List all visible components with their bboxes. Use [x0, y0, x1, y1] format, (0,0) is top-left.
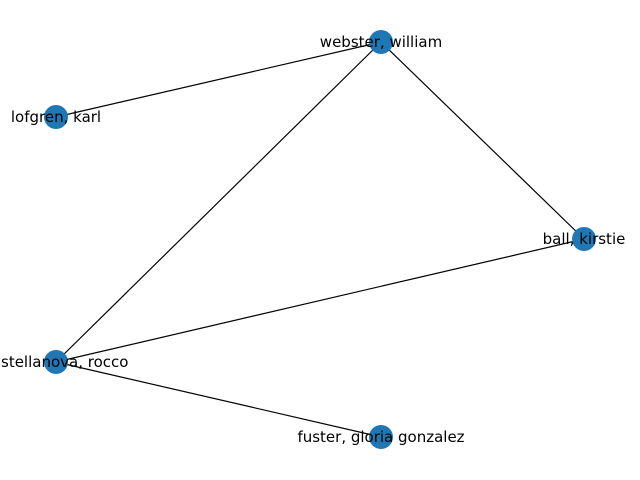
labels-layer: webster, william lofgren, karl ball, kirst…: [0, 33, 625, 446]
nodes-layer: [44, 30, 596, 449]
edge-castellanova-fuster: [55, 361, 382, 438]
node-label-webster: webster, william: [320, 33, 442, 51]
edge-webster-castellanova: [55, 41, 382, 363]
node-label-lofgren: lofgren, karl: [11, 108, 101, 126]
edge-ball-castellanova: [55, 238, 585, 363]
node-ball: [572, 227, 596, 251]
node-lofgren: [44, 105, 68, 129]
node-label-castellanova: castellanova, rocco: [0, 353, 128, 371]
edge-webster-ball: [380, 41, 585, 240]
node-label-fuster: fuster, gloria gonzalez: [297, 428, 464, 446]
edges-layer: [55, 41, 585, 438]
node-castellanova: [44, 350, 68, 374]
edge-webster-lofgren: [55, 41, 382, 118]
node-label-ball: ball, kirstie: [543, 230, 626, 248]
node-fuster: [369, 425, 393, 449]
node-webster: [369, 30, 393, 54]
